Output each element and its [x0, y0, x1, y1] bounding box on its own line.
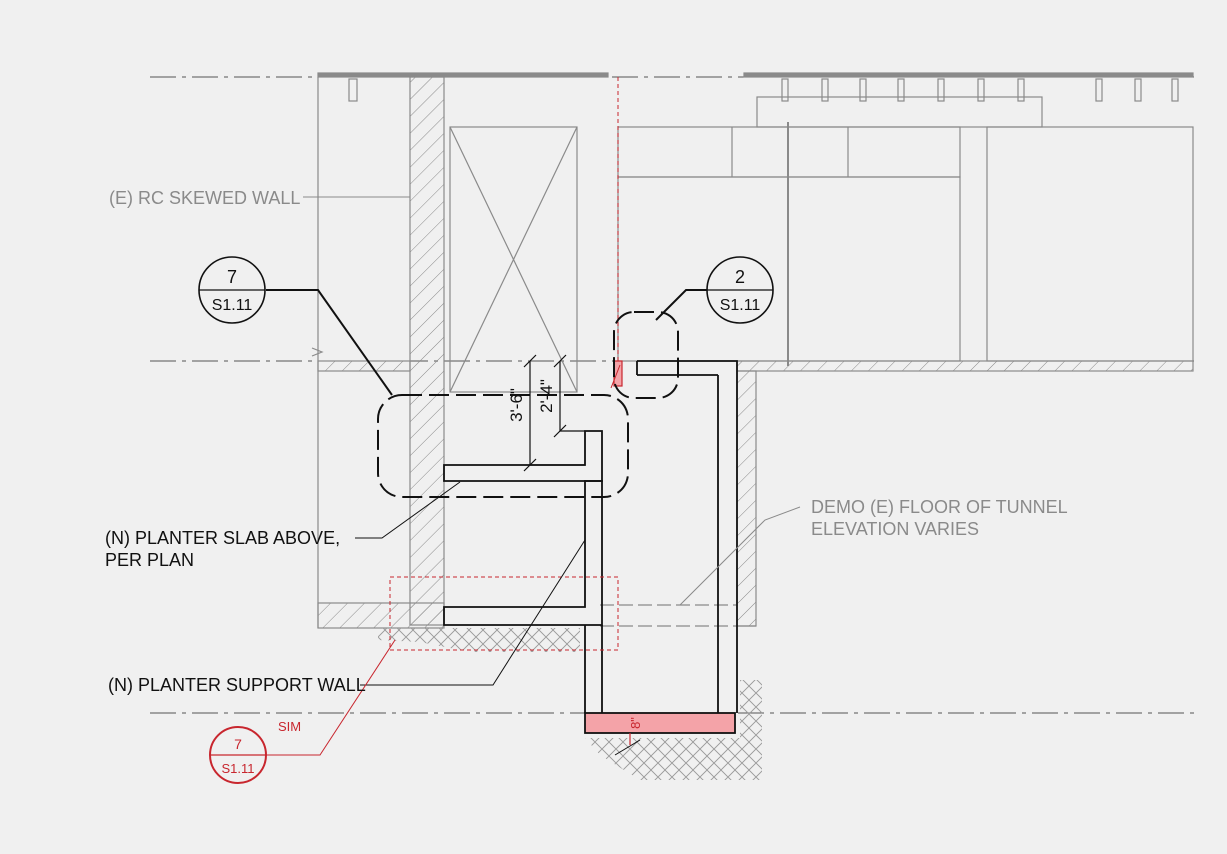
callout-red-bubble[interactable]: 7 S1.11	[209, 726, 267, 784]
callout-2-sheet: S1.11	[720, 297, 761, 314]
detail-cloud-2	[613, 311, 679, 399]
note-rc-skewed-wall: (E) RC SKEWED WALL	[109, 188, 300, 208]
new-wall-lower	[584, 625, 603, 713]
reference-lines	[150, 76, 1195, 714]
leader-red-callout	[266, 639, 396, 756]
callout-7-bubble[interactable]: 7 S1.11	[198, 256, 266, 324]
opening-x2	[449, 126, 578, 393]
planter-support-wall	[443, 480, 603, 626]
top-deck-right	[743, 72, 1194, 78]
leader-demo-floor	[679, 506, 801, 606]
dim-slab-depth: 2'-4"	[537, 379, 556, 413]
leaders	[266, 196, 801, 756]
leader-planter-slab	[355, 481, 461, 539]
callout-2-bubble[interactable]: 2 S1.11	[706, 256, 774, 324]
leader-support-wall	[360, 539, 586, 686]
note-demo-floor-2: ELEVATION VARIES	[811, 519, 979, 539]
planter-slab	[443, 430, 603, 482]
earth-right	[585, 680, 762, 780]
earth-left	[378, 628, 580, 652]
note-planter-slab-2: PER PLAN	[105, 550, 194, 570]
red-stub	[613, 360, 623, 387]
tunnel-floor-left	[317, 602, 445, 629]
callout-red-number: 7	[234, 736, 242, 752]
slab-left	[317, 360, 411, 372]
deck-hangers	[348, 78, 1179, 102]
note-planter-slab-1: (N) PLANTER SLAB ABOVE,	[105, 528, 340, 548]
note-planter-support-wall: (N) PLANTER SUPPORT WALL	[108, 675, 366, 695]
red-dashed-region	[389, 576, 619, 651]
dim-overall-depth: 3'-6"	[507, 388, 526, 422]
top-deck-left	[317, 72, 609, 78]
rc-skewed-wall	[409, 76, 445, 626]
callout-red-sheet: S1.11	[221, 761, 254, 776]
callout-7-number: 7	[227, 267, 237, 287]
new-work	[443, 360, 738, 734]
dim-footing-thickness: 8"	[628, 717, 643, 729]
leader-callout-2	[655, 289, 707, 321]
tunnel-wall-right	[736, 370, 757, 627]
red-markup	[389, 77, 619, 651]
break-mark	[311, 347, 324, 357]
detail-cloud-7	[377, 394, 629, 498]
opening-box	[449, 126, 578, 393]
right-wall-panel	[986, 126, 1194, 362]
detail-clouds	[377, 311, 679, 498]
dimension-lines	[523, 354, 641, 756]
leader-callout-7	[266, 289, 393, 396]
callout-2-number: 2	[735, 267, 745, 287]
slab-right	[736, 360, 1194, 372]
new-footing	[584, 712, 736, 734]
existing-structure	[311, 72, 1194, 780]
callout-7-sheet: S1.11	[212, 297, 253, 314]
tunnel-inner-wall	[636, 360, 738, 713]
note-demo-floor-1: DEMO (E) FLOOR OF TUNNEL	[811, 497, 1068, 517]
sim-label: SIM	[278, 719, 301, 734]
